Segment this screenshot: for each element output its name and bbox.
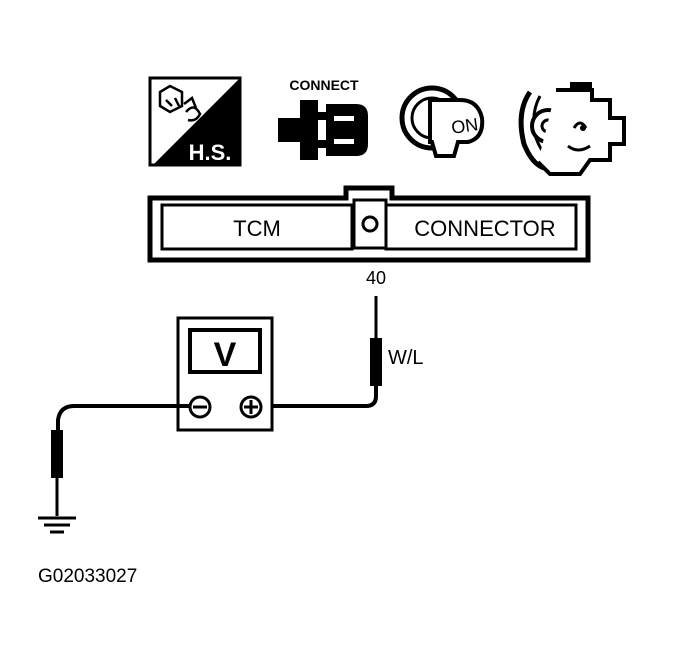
engine-icon bbox=[518, 82, 626, 176]
negative-lead bbox=[56, 404, 190, 432]
positive-probe bbox=[370, 296, 382, 386]
voltmeter-display: V bbox=[214, 336, 237, 374]
ignition-label: ON bbox=[450, 114, 480, 138]
positive-terminal-icon bbox=[239, 395, 263, 419]
terminal-40-pin bbox=[361, 215, 379, 233]
ignition-key-icon: ON bbox=[399, 85, 485, 158]
positive-lead bbox=[272, 386, 378, 408]
tcm-label: TCM bbox=[233, 216, 281, 241]
negative-terminal-icon bbox=[188, 395, 212, 419]
hs-label: H.S. bbox=[189, 140, 232, 165]
voltmeter: V bbox=[176, 316, 274, 432]
terminal-number: 40 bbox=[366, 268, 386, 288]
ground-icon bbox=[38, 516, 76, 534]
tcm-connector: TCM CONNECTOR bbox=[147, 185, 591, 263]
ground-probe bbox=[51, 430, 63, 516]
connect-label: CONNECT bbox=[289, 77, 359, 93]
connector-icon: CONNECT bbox=[278, 77, 368, 160]
connector-label: CONNECTOR bbox=[414, 216, 555, 241]
figure-id: G02033027 bbox=[38, 566, 137, 587]
hot-shift-icon: H.S. bbox=[148, 76, 242, 167]
wire-color-label: W/L bbox=[388, 347, 424, 369]
